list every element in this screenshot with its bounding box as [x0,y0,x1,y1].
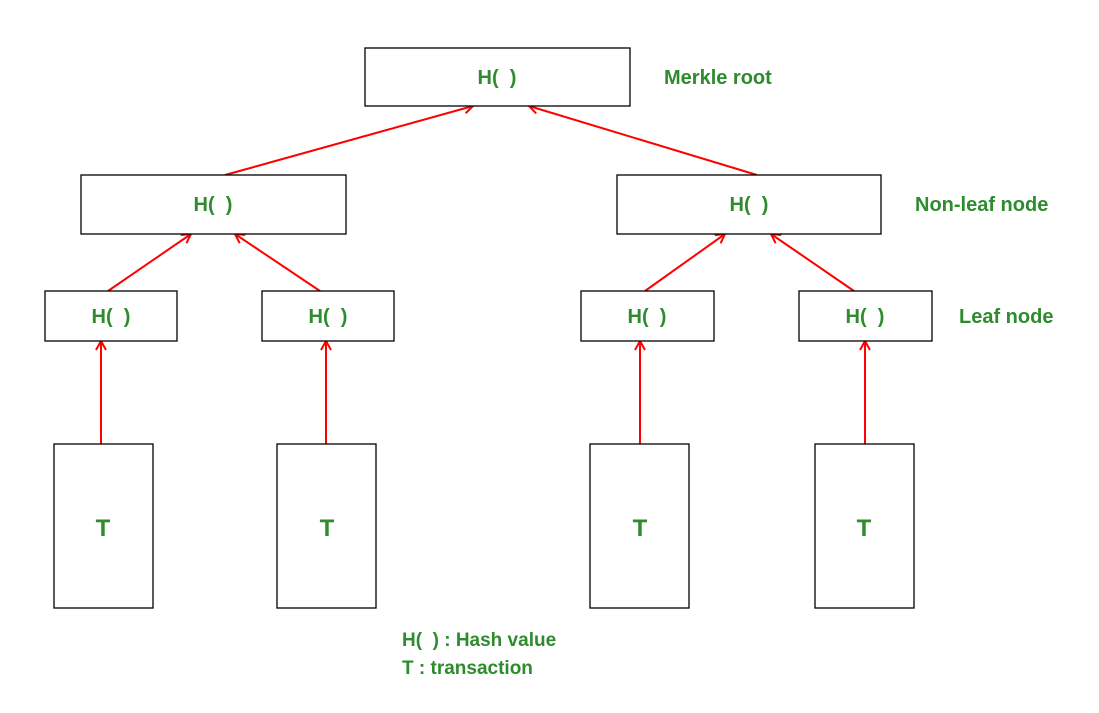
leaf-4-box [798,290,933,342]
edge-leaf2-to-nonleaf-left [235,234,321,292]
leaf-3-box [580,290,715,342]
legend-hash-value: H( ) : Hash value [402,630,556,651]
transaction-2: T [276,443,377,609]
edges [101,106,865,444]
leaf-2-box [261,290,395,342]
edge-leaf3-to-nonleaf-right [644,234,725,292]
merkle-root-node: H( ) [364,47,631,107]
transaction-2-label: T [320,515,335,542]
leaf-node-2: H( ) [261,290,395,342]
leaf-3-hash: H( ) [628,306,667,328]
leaf-1-box [44,290,178,342]
transaction-1-label: T [96,515,111,542]
transaction-4-box [814,443,915,609]
leaf-4-hash: H( ) [846,306,885,328]
nonleaf-right-box [616,174,882,235]
merkle-root-hash: H( ) [478,67,517,89]
legend: H( ) : Hash value T : transaction [402,630,556,679]
nonleaf-left-box [80,174,347,235]
leaf-node-1: H( ) [44,290,178,342]
edge-nonleaf-right-to-root [529,106,758,176]
transaction-3: T [589,443,690,609]
transaction-4-label: T [857,515,872,542]
nonleaf-node-right: H( ) [616,174,882,235]
label-merkle-root: Merkle root [664,67,772,89]
transaction-4: T [814,443,915,609]
transaction-1: T [53,443,154,609]
leaf-1-hash: H( ) [92,306,131,328]
transaction-2-box [276,443,377,609]
label-leaf-node: Leaf node [959,306,1053,328]
transaction-3-label: T [633,515,648,542]
transaction-3-box [589,443,690,609]
edge-leaf1-to-nonleaf-left [107,234,191,292]
nonleaf-node-left: H( ) [80,174,347,235]
merkle-root-box [364,47,631,107]
nonleaf-right-hash: H( ) [730,194,769,216]
leaf-node-3: H( ) [580,290,715,342]
edge-leaf4-to-nonleaf-right [771,234,855,292]
edge-nonleaf-left-to-root [224,106,473,176]
leaf-node-4: H( ) [798,290,933,342]
leaf-2-hash: H( ) [309,306,348,328]
label-non-leaf-node: Non-leaf node [915,194,1048,216]
transaction-1-box [53,443,154,609]
legend-transaction: T : transaction [402,658,533,679]
nonleaf-left-hash: H( ) [194,194,233,216]
